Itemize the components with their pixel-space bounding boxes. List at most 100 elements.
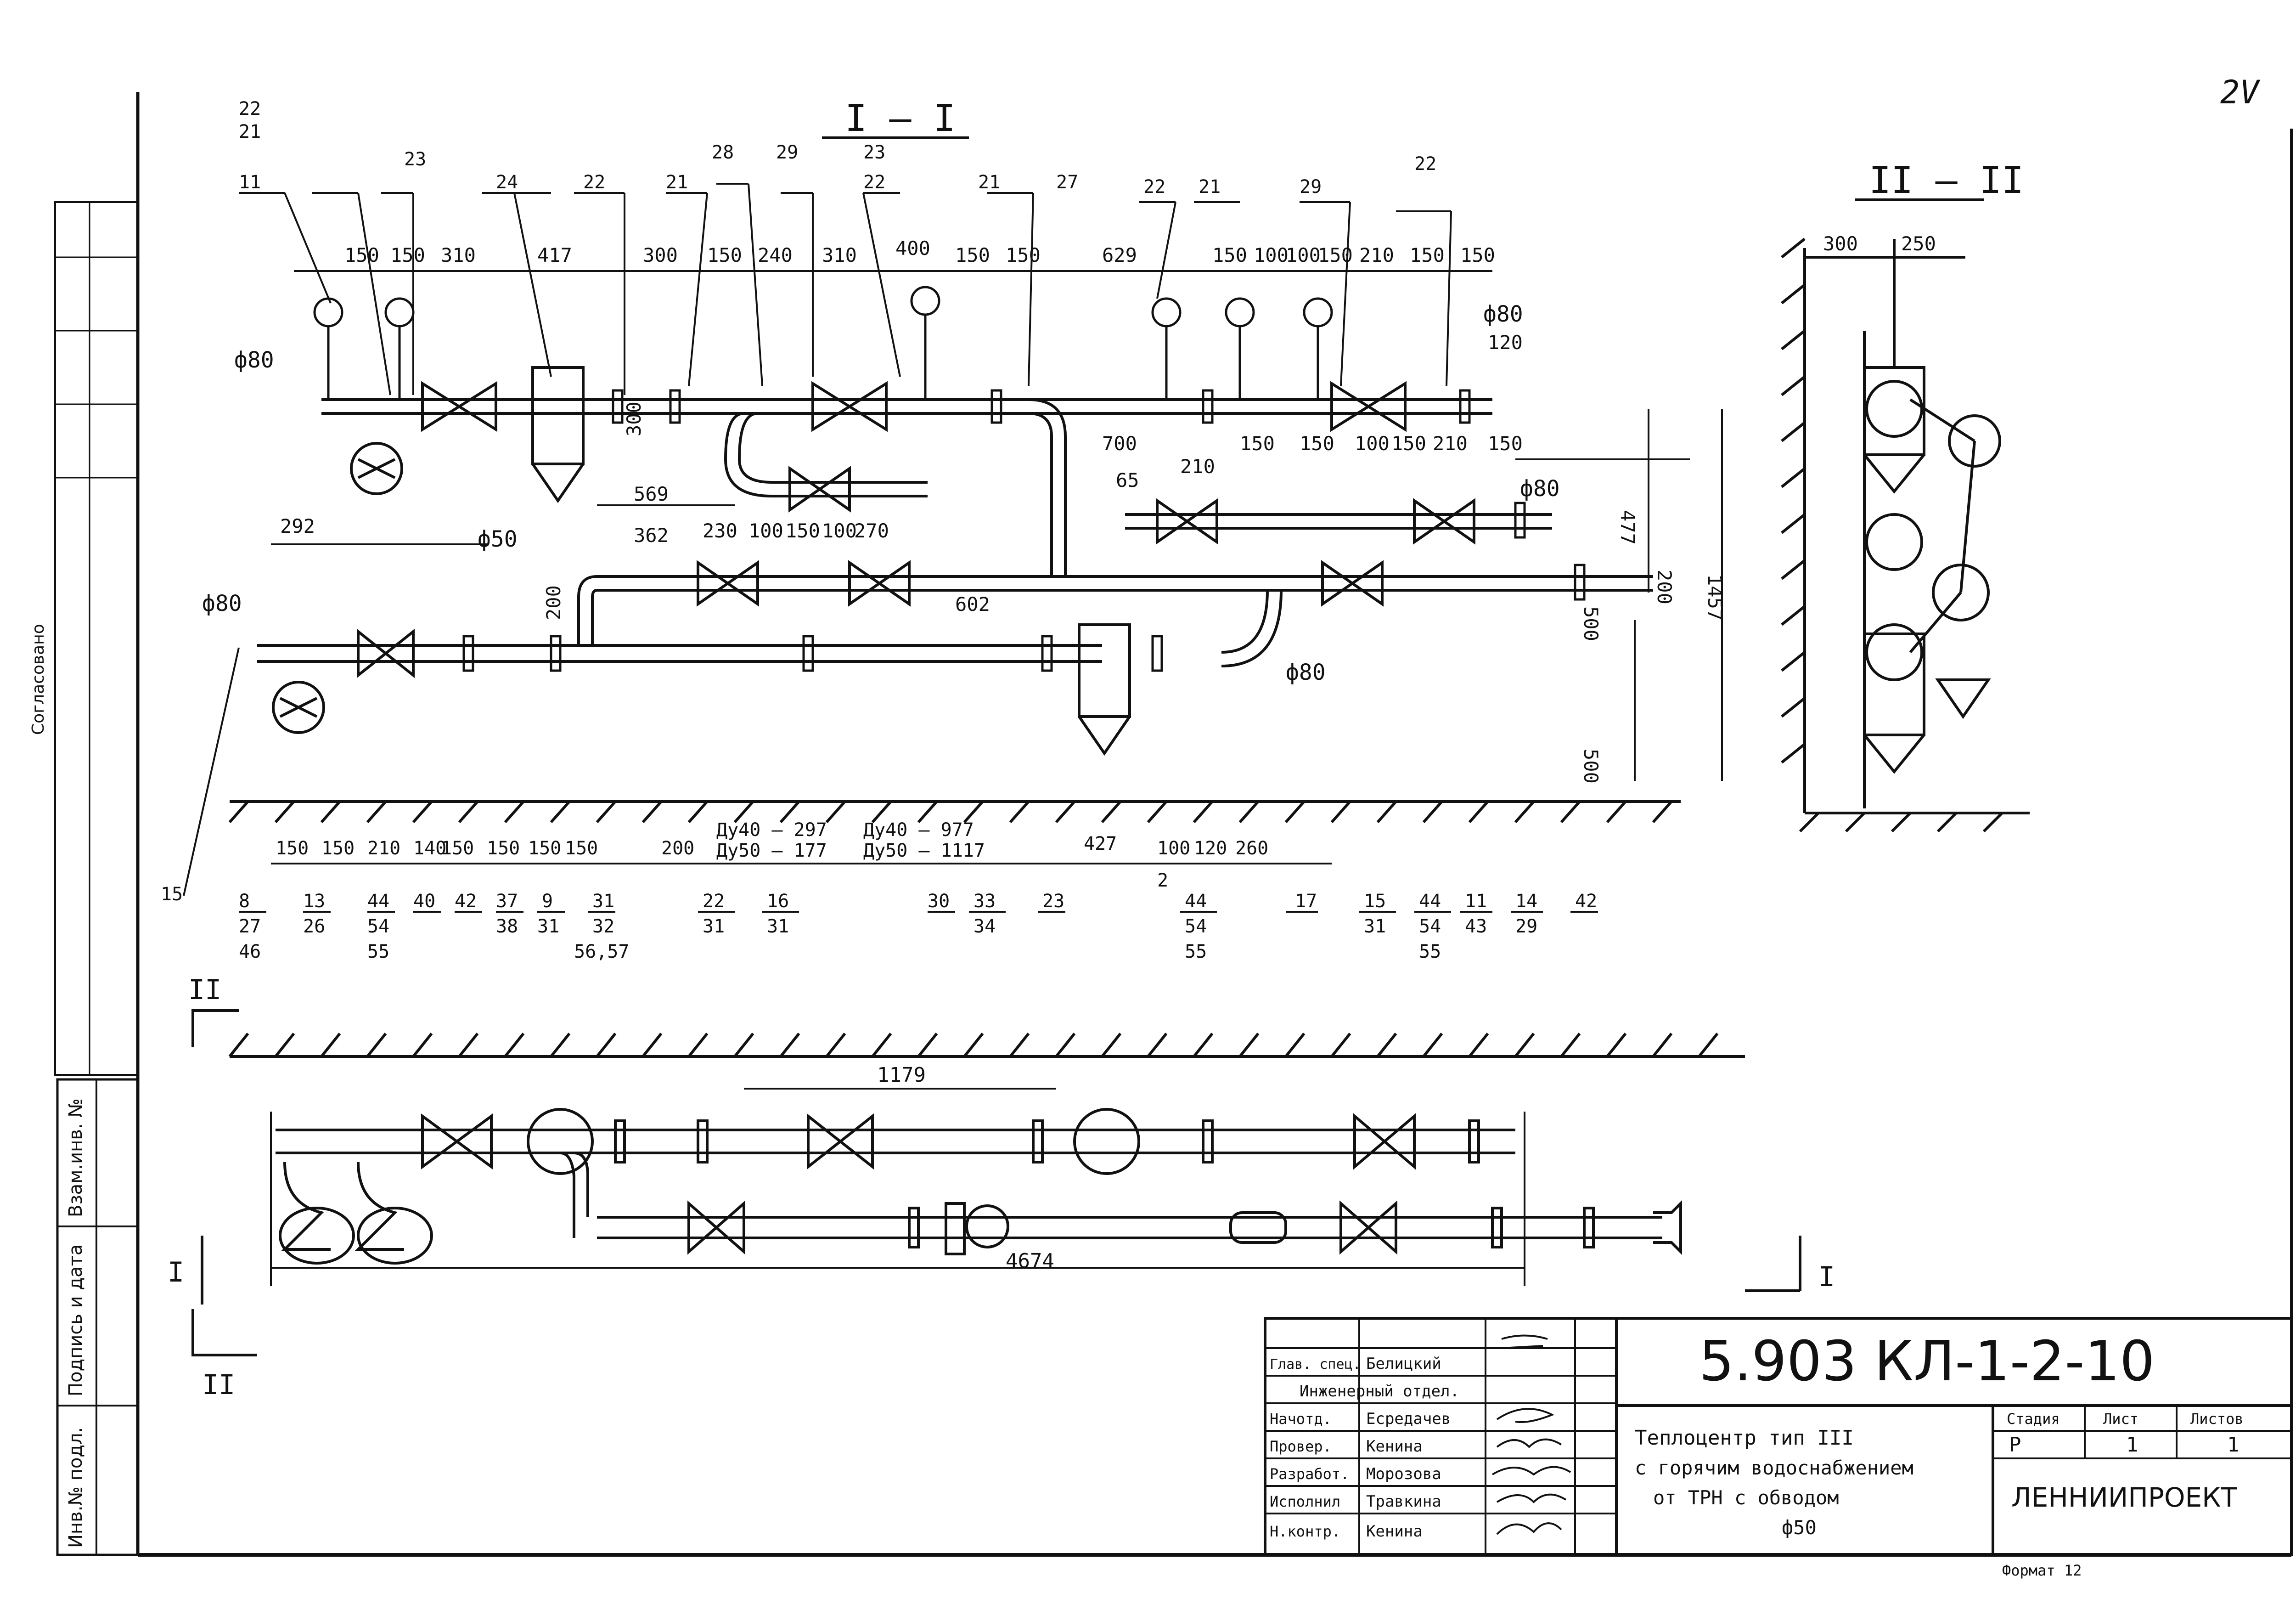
dim-mid: 150 xyxy=(785,520,820,542)
dim-top: 100 xyxy=(1254,244,1289,266)
section-2-dim: 300 xyxy=(1823,232,1858,255)
callout-top: 29 xyxy=(1300,176,1322,198)
callout-top: 21 xyxy=(239,121,261,142)
dim-bottom: 100 xyxy=(1157,838,1190,859)
callout-bottom-top: 42 xyxy=(1575,891,1597,912)
section-1-pumps xyxy=(272,442,403,734)
dim-bottom: Ду50 – 1117 xyxy=(863,840,985,861)
cut-marker-2-bottom: II xyxy=(202,1369,235,1401)
dim-top: 240 xyxy=(758,244,793,266)
callouts-top xyxy=(239,183,1452,395)
dim-top: 417 xyxy=(537,244,572,266)
dim-vertical: 200 xyxy=(542,585,565,620)
callout-bottom-top: 13 xyxy=(303,891,325,912)
callout-bottom-bottom: 31 xyxy=(767,916,789,937)
callout-bottom-extra: 46 xyxy=(239,941,261,962)
dim-top: 310 xyxy=(822,244,857,266)
name-checked: Кенина xyxy=(1366,1437,1423,1456)
callout-top: 11 xyxy=(239,172,261,193)
dim-mid: 602 xyxy=(955,593,990,616)
dim-mid: 569 xyxy=(634,483,669,505)
dim-bottom: 150 xyxy=(276,838,309,859)
diameter-d80-top-right: ф80 xyxy=(1483,301,1523,327)
callout-top: 22 xyxy=(1414,153,1436,175)
organization-name: ЛЕННИИПРОЕКТ xyxy=(2011,1482,2237,1513)
name-developed: Морозова xyxy=(1366,1465,1441,1483)
section-1-flanges xyxy=(462,389,1586,672)
callout-bottom-extra: 55 xyxy=(1419,941,1441,962)
callout-bottom-top: 33 xyxy=(974,891,996,912)
callout-bottom-bottom: 54 xyxy=(367,916,389,937)
dim-mid: 100 xyxy=(822,520,857,542)
callout-bottom-bottom: 34 xyxy=(974,916,996,937)
diameter-d80-left: ф80 xyxy=(202,591,242,616)
dim-top: 310 xyxy=(441,244,476,266)
section-1-dimension-lines xyxy=(271,270,1723,864)
sheet-value: 1 xyxy=(2126,1433,2138,1457)
callout-bottom-top: 11 xyxy=(1465,891,1487,912)
callout-top: 28 xyxy=(712,142,734,163)
callout-bottom-top: 42 xyxy=(455,891,477,912)
callout-bottom-bottom: 26 xyxy=(303,916,325,937)
dim-mid: 230 xyxy=(703,520,737,542)
sheet-number: 2V xyxy=(2220,73,2261,111)
name-executed: Травкина xyxy=(1366,1492,1441,1511)
callout-bottom-top: 40 xyxy=(413,891,435,912)
callout-top: 23 xyxy=(863,142,885,163)
dim-top: 210 xyxy=(1359,244,1394,266)
role-developed: Разработ. xyxy=(1270,1465,1349,1483)
callout-bottom-top: 15 xyxy=(1364,891,1386,912)
dim-bottom: 150 xyxy=(321,838,355,859)
cut-marker-1-right: I xyxy=(1818,1261,1835,1293)
section-1-gauges xyxy=(313,286,1333,400)
callout-top: 22 xyxy=(583,172,605,193)
callout-top: 21 xyxy=(1199,176,1221,198)
section-1-mud-traps xyxy=(531,366,1131,756)
dim-mid: 700 xyxy=(1102,432,1137,455)
dim-bottom: Ду40 – 297 xyxy=(716,819,827,841)
side-stamp-sign-date: Подпись и дата xyxy=(65,1244,86,1396)
dim-mid: 100 xyxy=(748,520,783,542)
title-block-text: 5.903 КЛ-1-2-10 Глав. спец. Белицкий Инж… xyxy=(1270,1330,2244,1579)
callout-bottom-top: 44 xyxy=(1185,891,1207,912)
dim-mid: 120 xyxy=(1488,331,1523,354)
plan-view-dimension-lines xyxy=(270,1088,1525,1286)
dim-top: 150 xyxy=(955,244,990,266)
pipe-diameter-labels: ф80 ф80 ф80 ф80 ф50 ф80 xyxy=(202,301,1560,685)
dim-bottom: 210 xyxy=(367,838,400,859)
callout-top: 27 xyxy=(1056,172,1078,193)
callout-top: 24 xyxy=(496,172,518,193)
section-2-dimensions: 300 250 xyxy=(1823,232,1936,255)
section-2-view xyxy=(1781,237,2030,833)
dim-top: 400 xyxy=(895,237,930,260)
callout-bottom-bottom: 38 xyxy=(496,916,518,937)
dim-mid: 150 xyxy=(1488,432,1523,455)
callout-bottom-top: 31 xyxy=(592,891,614,912)
dim-vertical: 300 xyxy=(623,401,645,436)
sheet-header: Лист xyxy=(2103,1410,2138,1428)
callout-bottom-top: 37 xyxy=(496,891,518,912)
dim-bottom: Ду50 – 177 xyxy=(716,840,827,861)
callout-bottom-extra: 56,57 xyxy=(574,941,629,962)
callout-bottom-bottom: 29 xyxy=(1515,916,1537,937)
dim-mid: 292 xyxy=(280,515,315,537)
diameter-d80-lower: ф80 xyxy=(1286,660,1326,685)
side-stamp-vzam-inv: Взам.инв. № xyxy=(65,1098,86,1217)
diameter-d50: ф50 xyxy=(478,526,518,552)
callouts-top-text: 22 21 11 23 24 22 21 28 29 23 22 21 27 2… xyxy=(239,98,1436,198)
dim-top: 150 xyxy=(1006,244,1041,266)
plan-view-wall xyxy=(228,1033,1745,1058)
callout-bottom-bottom: 31 xyxy=(1364,916,1386,937)
callouts-bottom-leaders xyxy=(183,647,1598,913)
dimensions-bottom: 150 150 210 140 150 150 150 150 200 Ду40… xyxy=(276,819,1268,861)
callout-bottom-bottom: 27 xyxy=(239,916,261,937)
callout-top: 29 xyxy=(776,142,798,163)
callout-bottom-top: 17 xyxy=(1295,891,1317,912)
department-name: Инженерный отдел. xyxy=(1300,1382,1459,1401)
dimensions-mid: 292 569 362 230 100 150 100 270 602 700 … xyxy=(280,331,1523,616)
description-line-4: ф50 xyxy=(1782,1516,1817,1539)
dim-bottom: 150 xyxy=(528,838,561,859)
callout-bottom-top: 23 xyxy=(1042,891,1064,912)
dim-vertical: 200 xyxy=(1653,570,1676,604)
